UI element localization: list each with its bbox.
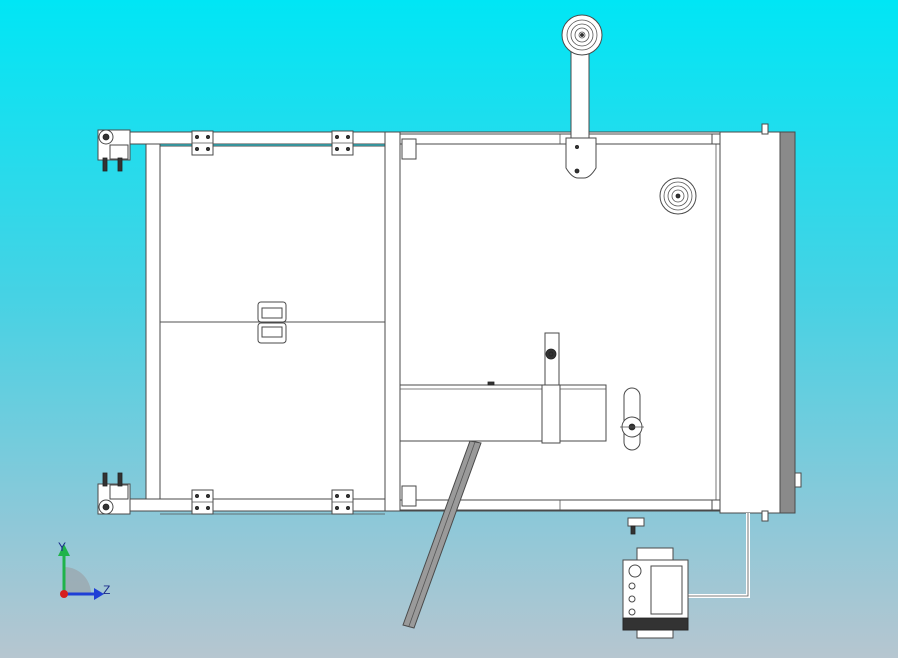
orientation-triad: Y Z <box>58 540 110 600</box>
lower-door-panel <box>159 321 386 500</box>
middle-post <box>384 131 401 512</box>
handwheel <box>620 387 644 451</box>
cable <box>688 513 750 598</box>
end-cabinet <box>719 123 802 522</box>
conveyor-bar <box>399 332 607 444</box>
exhaust-pipe <box>561 14 603 179</box>
bottom-rail <box>127 498 401 512</box>
hinges <box>191 130 354 515</box>
panel-fan <box>659 177 697 215</box>
slanted-strip <box>402 440 482 629</box>
caster-bottom <box>97 472 131 515</box>
top-rail <box>127 131 401 145</box>
door-handle <box>257 301 287 344</box>
valve <box>627 517 645 535</box>
left-frame <box>127 131 401 515</box>
z-axis-label: Z <box>103 583 110 597</box>
control-box <box>622 547 689 639</box>
upper-door-panel <box>159 145 386 323</box>
y-axis-label: Y <box>58 540 66 554</box>
left-post <box>145 143 161 500</box>
caster-top <box>97 129 131 172</box>
